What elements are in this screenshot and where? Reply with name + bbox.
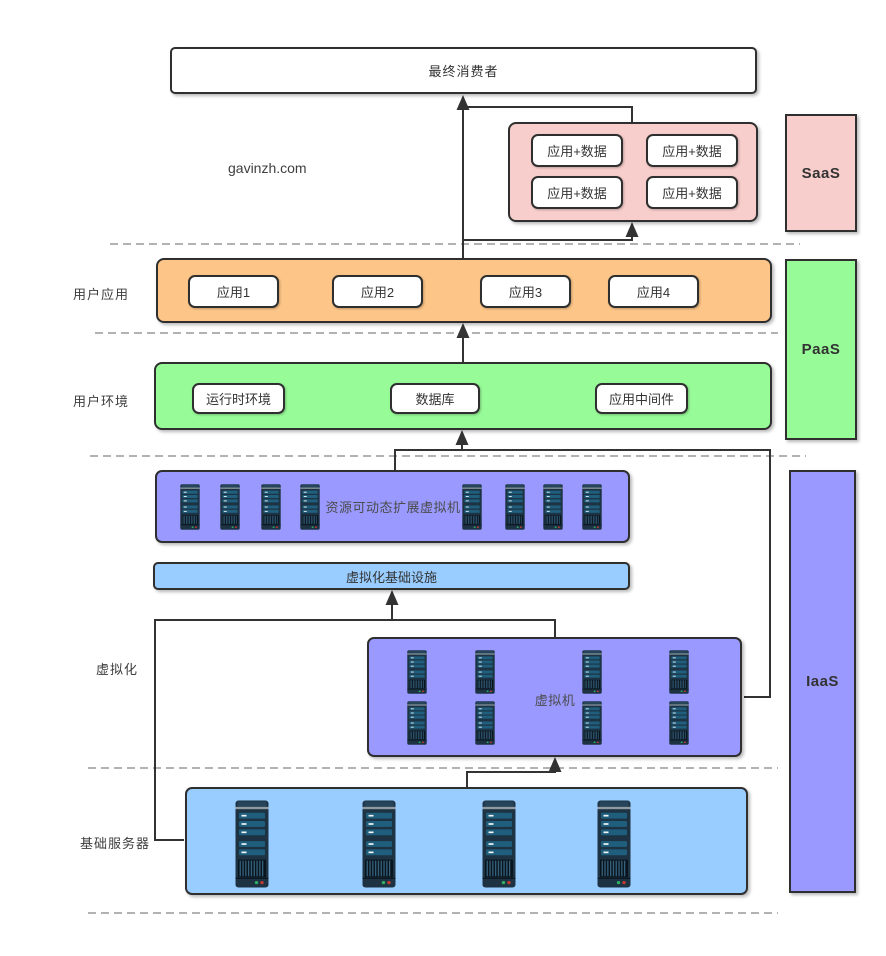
server-icon <box>582 701 602 745</box>
vm-label: 虚拟机 <box>534 693 576 708</box>
app-box: 应用2 <box>332 275 423 308</box>
final-consumer-label: 最终消费者 <box>428 64 499 79</box>
scalable-vm-box: 资源可动态扩展虚拟机 <box>155 470 630 543</box>
server-icon <box>482 800 516 888</box>
app-data-label: 应用+数据 <box>662 186 722 201</box>
runtime-env-label: 运行时环境 <box>205 392 271 407</box>
app-box: 应用1 <box>188 275 279 308</box>
watermark-text: gavinzh.com <box>228 160 307 176</box>
server-icon <box>582 650 602 694</box>
iaas-badge-label: IaaS <box>806 673 839 690</box>
user-app-side-label: 用户应用 <box>73 287 130 302</box>
server-icon <box>597 800 631 888</box>
section-dividers <box>88 243 806 914</box>
app-data-box: 应用+数据 <box>646 176 738 209</box>
saas-badge: SaaS <box>785 114 857 232</box>
app-data-label: 应用+数据 <box>547 186 607 201</box>
user-env-side-label: 用户环境 <box>73 394 130 409</box>
runtime-env-box: 运行时环境 <box>192 383 285 414</box>
app-label: 应用4 <box>636 285 671 300</box>
app-data-label: 应用+数据 <box>662 144 722 159</box>
saas-app-data-group: 应用+数据 应用+数据 应用+数据 应用+数据 <box>508 122 758 222</box>
app-data-box: 应用+数据 <box>531 134 623 167</box>
middleware-box: 应用中间件 <box>595 383 688 414</box>
base-server-box <box>185 787 748 895</box>
server-icon <box>235 800 269 888</box>
app-box: 应用3 <box>480 275 571 308</box>
app-label: 应用3 <box>508 285 543 300</box>
app-data-box: 应用+数据 <box>531 176 623 209</box>
server-icon <box>261 484 281 530</box>
app-label: 应用1 <box>216 285 251 300</box>
server-icon <box>669 701 689 745</box>
flow-lines <box>154 106 771 841</box>
server-icon <box>300 484 320 530</box>
paas-badge-label: PaaS <box>801 341 841 358</box>
user-app-row: 应用1 应用2 应用3 应用4 <box>156 258 772 323</box>
saas-badge-label: SaaS <box>801 164 841 182</box>
app-data-label: 应用+数据 <box>547 144 607 159</box>
server-icon <box>543 484 563 530</box>
user-env-row: 运行时环境 数据库 应用中间件 <box>154 362 772 430</box>
server-icon-group <box>157 472 628 541</box>
database-box: 数据库 <box>390 383 480 414</box>
server-icon <box>407 650 427 694</box>
server-icon <box>362 800 396 888</box>
server-icon <box>669 650 689 694</box>
server-icon <box>582 484 602 530</box>
paas-badge: PaaS <box>785 259 857 440</box>
server-icon <box>220 484 240 530</box>
app-label: 应用2 <box>360 285 395 300</box>
middleware-label: 应用中间件 <box>608 392 674 407</box>
database-label: 数据库 <box>415 392 455 407</box>
base-server-side-label: 基础服务器 <box>80 836 151 851</box>
server-icon <box>475 701 495 745</box>
server-icon-group <box>369 701 740 745</box>
virtual-infra-box: 虚拟化基础设施 <box>153 562 630 590</box>
arrow-heads <box>385 95 639 772</box>
virtual-infra-label: 虚拟化基础设施 <box>345 569 437 585</box>
server-icon-group <box>369 650 740 694</box>
scalable-vm-label: 资源可动态扩展虚拟机 <box>325 500 461 515</box>
virtualization-side-label: 虚拟化 <box>96 662 139 677</box>
server-icon <box>475 650 495 694</box>
server-icon <box>180 484 200 530</box>
vm-box: 虚拟机 <box>367 637 742 757</box>
app-data-box: 应用+数据 <box>646 134 738 167</box>
server-icon <box>462 484 482 530</box>
server-icon <box>505 484 525 530</box>
server-icon <box>407 701 427 745</box>
iaas-badge: IaaS <box>789 470 856 893</box>
final-consumer-box: 最终消费者 <box>170 47 757 94</box>
app-box: 应用4 <box>608 275 699 308</box>
server-icon-group <box>187 789 746 893</box>
